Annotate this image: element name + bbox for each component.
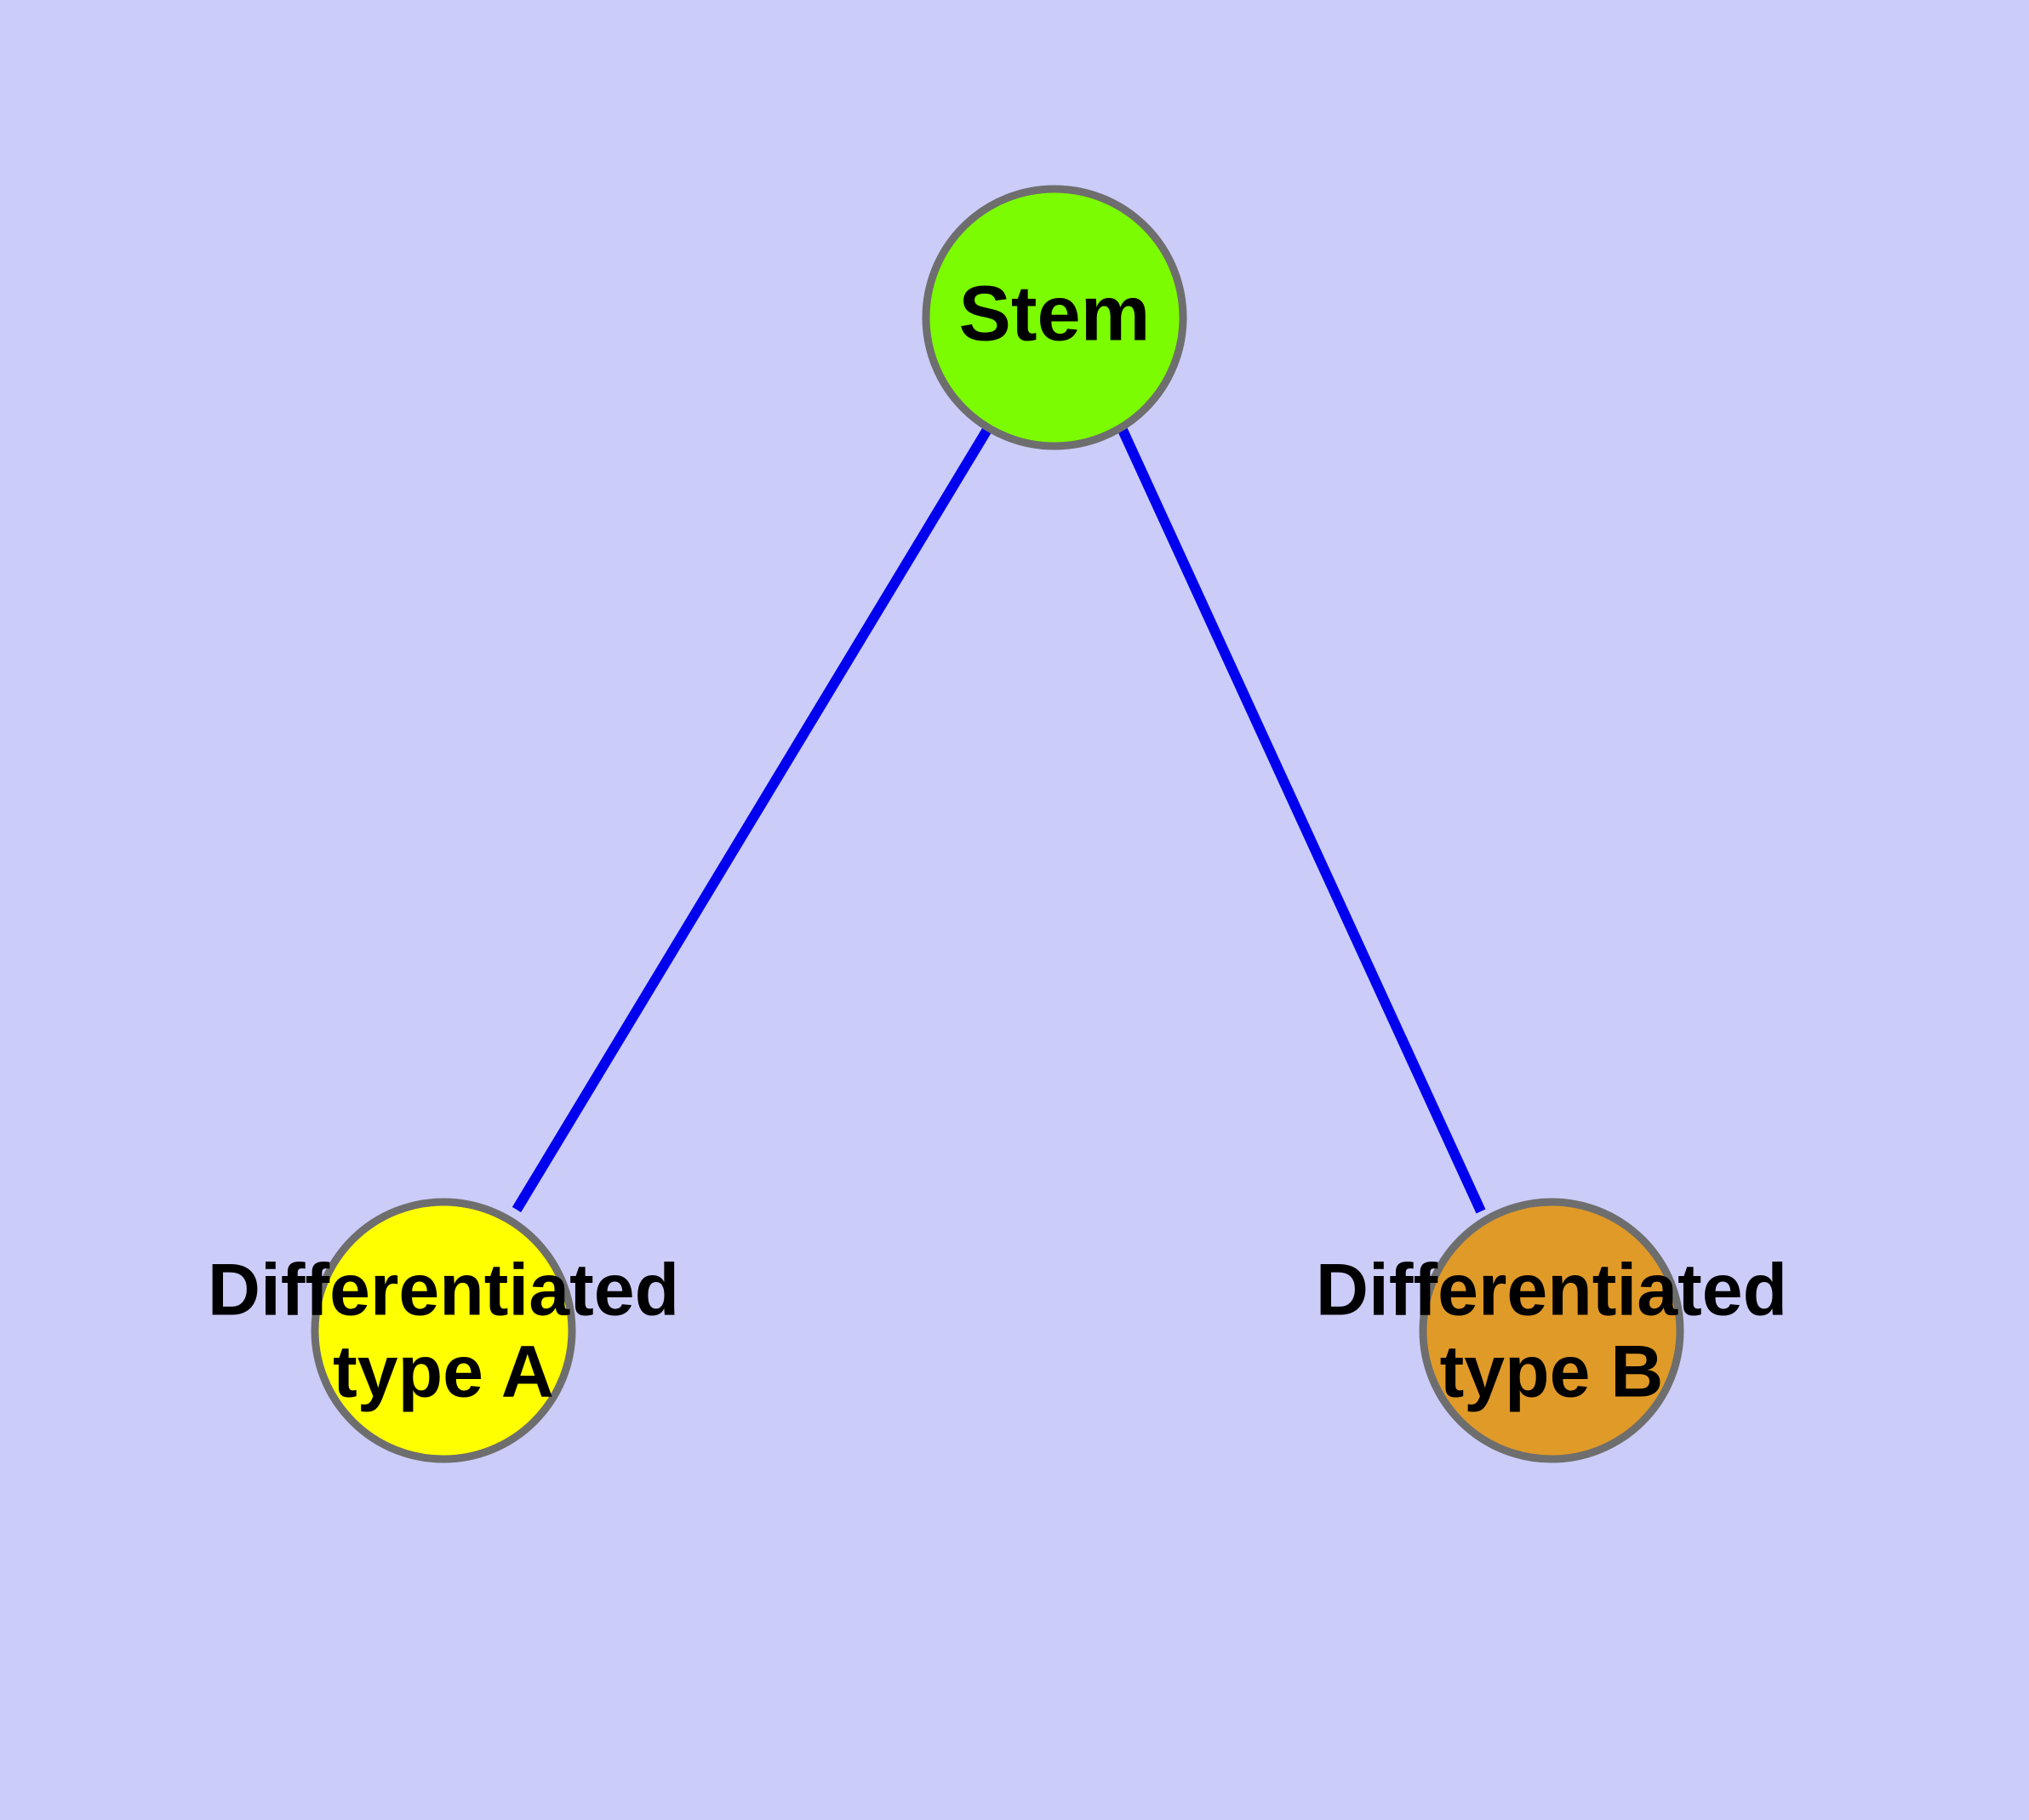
node-differentiated-type-b[interactable]: [1419, 1198, 1684, 1463]
node-circle-differentiated-type-a[interactable]: [311, 1198, 576, 1463]
node-label-differentiated-type-a-line2: type A: [333, 1331, 554, 1413]
node-differentiated-type-a[interactable]: [311, 1198, 576, 1463]
node-label-stem: Stem: [959, 270, 1151, 357]
node-circle-stem[interactable]: [922, 185, 1187, 450]
node-label-differentiated-type-b-line2: type B: [1440, 1331, 1664, 1413]
edge-stem-to-differentiated-type-a: [512, 425, 993, 1213]
node-label-differentiated-type-b-line1: Differentiated: [1316, 1250, 1787, 1331]
node-label-differentiated-type-a-line1: Differentiated: [208, 1250, 679, 1331]
node-label-group-differentiated-type-b: Differentiated type B: [1316, 1250, 1787, 1413]
edge-stem-to-differentiated-type-b: [1117, 427, 1486, 1214]
node-circle-differentiated-type-b[interactable]: [1419, 1198, 1684, 1463]
node-stem[interactable]: Stem: [922, 185, 1187, 450]
edge-layer: [512, 425, 1486, 1214]
node-label-group-differentiated-type-a: Differentiated type A: [208, 1250, 679, 1413]
